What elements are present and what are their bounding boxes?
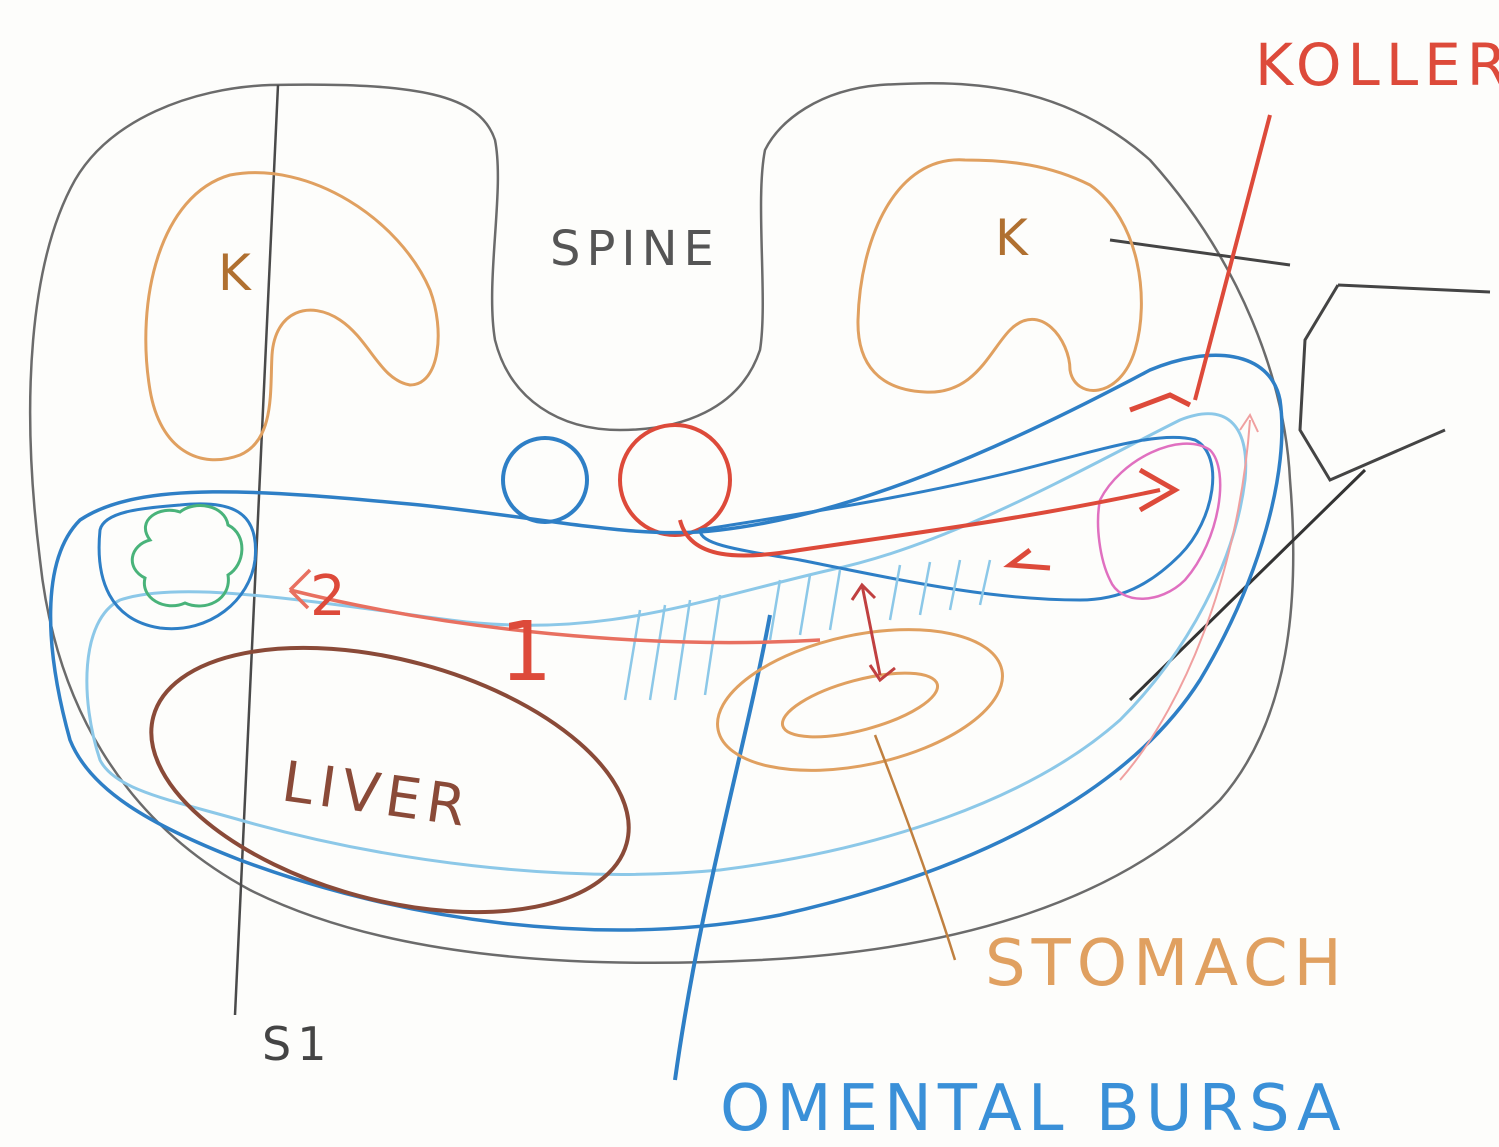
aorta-circle (618, 423, 732, 537)
route-stomach-arrow (850, 582, 896, 683)
omental-bursa-label: OMENTAL BURSA (720, 1072, 1347, 1146)
peritoneum-outer (48, 353, 1284, 932)
omental-lesser-sac (698, 435, 1215, 602)
kidney-right-label: K (218, 244, 257, 302)
stomach-outer (716, 628, 1004, 772)
kidney-left-label: K (995, 209, 1034, 267)
koller-pointer (1193, 114, 1272, 401)
trocar-outline (1109, 238, 1491, 482)
slice-label: S1 (262, 1017, 332, 1071)
bursa-hatching (623, 559, 992, 701)
step-one-label: 1 (500, 605, 558, 700)
right-gutter-arrow (1119, 412, 1259, 781)
omental-pocket (97, 502, 258, 631)
kidney-left-shape (856, 158, 1143, 394)
stomach-inner (780, 671, 940, 739)
route-two-arrow (288, 568, 821, 645)
liver-label: LIVER (278, 749, 476, 840)
access-path (678, 488, 1161, 558)
spleen-shape (1096, 442, 1222, 600)
omental-bursa-pointer (673, 614, 772, 1081)
liver-shape (149, 645, 631, 915)
stomach-pointer (873, 734, 957, 961)
body-outline (28, 81, 1295, 965)
vena-cava-circle (501, 436, 589, 524)
peritoneum-inner (85, 412, 1248, 876)
kidney-right-shape (144, 171, 440, 462)
colon-shape (130, 504, 244, 608)
step-two-label: 2 (310, 564, 352, 629)
access-arrow-head (1003, 392, 1192, 571)
spine-label: SPINE (550, 221, 720, 277)
stomach-label: STOMACH (985, 927, 1348, 1001)
koller-label: KOLLER (1255, 31, 1499, 99)
